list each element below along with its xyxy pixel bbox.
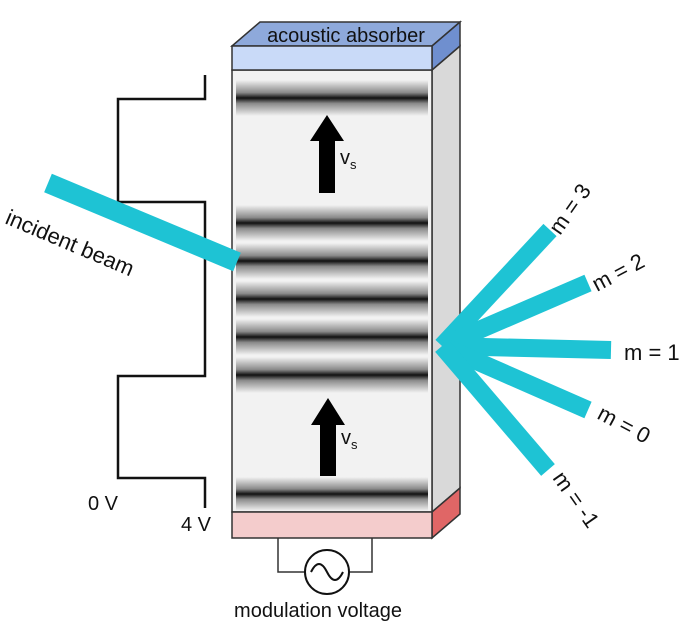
acoustic-wavefronts (236, 80, 428, 511)
piezo-transducer (231, 511, 433, 539)
up-arrow-icon (310, 115, 344, 193)
diffracted-beam-m1 (441, 337, 612, 359)
square-wave-signal (116, 75, 207, 508)
diffracted-beams (435, 223, 612, 476)
circuit-wire-right (349, 538, 373, 573)
lower-velocity-label: vs (341, 427, 358, 452)
circuit-wire-left (277, 538, 305, 573)
lower-velocity-arrow: vs (311, 398, 358, 476)
up-arrow-icon (311, 398, 345, 476)
order-label-m-1: m = -1 (548, 467, 605, 533)
diffracted-beam-m-1 (435, 340, 555, 476)
diffracted-beam-m2 (438, 274, 592, 355)
modulation-voltage-label: modulation voltage (234, 600, 402, 622)
order-label-m2: m = 2 (588, 248, 649, 296)
diffracted-beam-m0 (438, 337, 592, 419)
aom-crystal (229, 20, 463, 540)
acoustic-absorber (231, 45, 433, 71)
modulation-circuit (277, 538, 373, 595)
voltage-high-label: 4 V (181, 514, 212, 536)
diffracted-beam-m3 (435, 223, 557, 353)
crystal-side-face (431, 44, 461, 514)
absorber-label: acoustic absorber (267, 25, 425, 47)
voltage-low-label: 0 V (88, 493, 119, 515)
ac-voltage-source-icon (304, 549, 350, 595)
order-label-m1: m = 1 (624, 340, 680, 365)
order-label-m0: m = 0 (594, 400, 655, 448)
upper-velocity-arrow: vs (310, 115, 357, 193)
incident-beam (44, 173, 241, 272)
order-label-m3: m = 3 (544, 179, 596, 239)
upper-velocity-label: vs (340, 147, 357, 172)
